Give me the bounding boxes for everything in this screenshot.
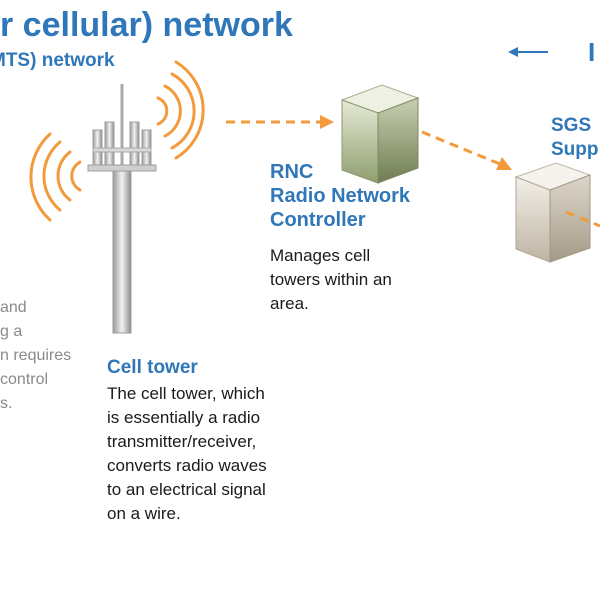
rnc-server-icon	[340, 84, 420, 184]
page-title: r cellular) network	[0, 6, 293, 44]
rnc-label-line: Radio Network	[270, 185, 411, 207]
rnc-label: RNC Radio Network Controller	[270, 160, 410, 232]
left-partial-line: g a	[0, 323, 23, 340]
cell-tower-icon	[87, 84, 157, 334]
sgsn-label-line: SGS	[551, 115, 592, 136]
arrow-left-icon	[508, 47, 548, 57]
page-subtitle: MTS) network	[0, 50, 115, 71]
rnc-description: Manages cell towers within an area.	[270, 244, 392, 316]
cell-tower-description-line: to an electrical signal	[107, 480, 266, 499]
radio-wave-icon	[156, 60, 205, 160]
cell-tower-description-line: is essentially a radio	[107, 408, 261, 427]
rnc-description-line: area.	[270, 294, 309, 313]
rnc-label-line: RNC	[270, 161, 314, 183]
rnc-description-line: Manages cell	[270, 246, 371, 265]
sgsn-outgoing-arrow	[565, 210, 600, 228]
left-partial-description: and g a n requires control s.	[0, 296, 71, 416]
left-partial-line: control	[0, 371, 49, 388]
sgsn-label: SGS Supp	[551, 114, 599, 162]
radio-wave-icon	[29, 132, 82, 222]
sgsn-server-icon	[514, 162, 592, 263]
rnc-to-sgsn-arrow	[421, 130, 512, 170]
cell-tower-label: Cell tower	[107, 357, 198, 378]
cell-tower-description: The cell tower, which is essentially a r…	[107, 382, 267, 526]
cell-tower-description-line: The cell tower, which	[107, 384, 265, 403]
sgsn-label-line: Supp	[551, 139, 599, 160]
arrow-label: I	[588, 37, 596, 67]
rnc-description-line: towers within an	[270, 270, 392, 289]
cell-tower-description-line: converts radio waves	[107, 456, 267, 475]
rnc-label-line: Controller	[270, 209, 366, 231]
cell-tower-description-line: transmitter/receiver,	[107, 432, 257, 451]
left-partial-line: n requires	[0, 347, 72, 364]
cell-tower-description-line: on a wire.	[107, 504, 181, 523]
left-partial-line: and	[0, 299, 27, 316]
left-partial-line: s.	[0, 395, 13, 412]
tower-to-rnc-arrow	[226, 115, 334, 129]
